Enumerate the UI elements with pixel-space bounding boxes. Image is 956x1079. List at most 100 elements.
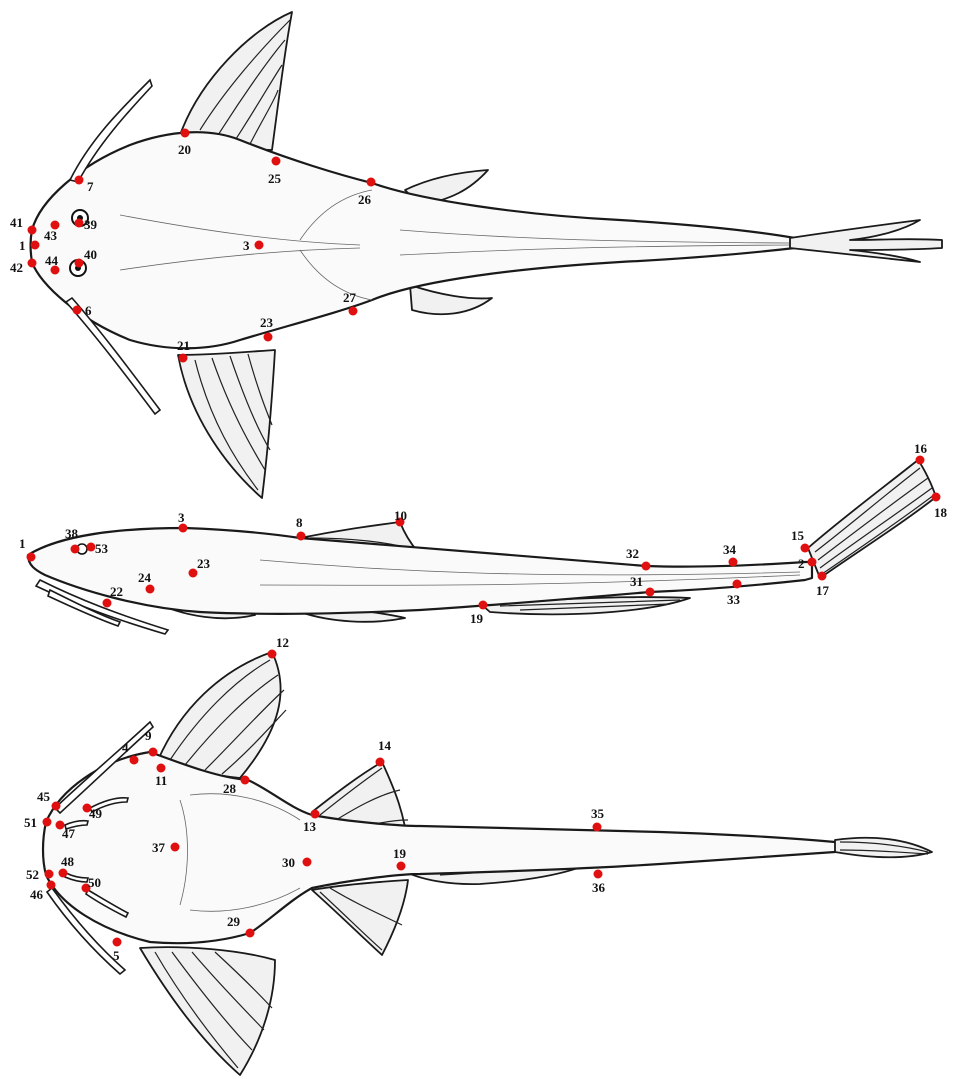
dorsal-landmark-20-dot (181, 129, 190, 138)
lateral-landmark-22-label: 22 (110, 584, 123, 599)
lateral-landmark-1-dot (27, 553, 36, 562)
ventral-landmark-45-dot (52, 802, 61, 811)
dorsal-landmark-23-dot (264, 333, 273, 342)
lateral-landmark-17-label: 17 (816, 583, 830, 598)
lateral-landmark-38-label: 38 (65, 526, 79, 541)
ventral-landmark-19-dot (397, 862, 406, 871)
dorsal-landmark-6-dot (73, 306, 82, 315)
ventral-landmark-48-label: 48 (61, 854, 75, 869)
ventral-landmark-50-label: 50 (88, 875, 101, 890)
dorsal-pectoral-fin-right (178, 350, 275, 498)
lateral-landmark-23-label: 23 (197, 556, 211, 571)
ventral-landmark-48-dot (59, 869, 68, 878)
lateral-landmark-19-dot (479, 601, 488, 610)
dorsal-body-outline (31, 132, 799, 348)
ventral-landmark-52-label: 52 (26, 867, 39, 882)
ventral-landmark-5-label: 5 (113, 948, 120, 963)
dorsal-landmark-42-dot (28, 259, 37, 268)
lateral-landmark-18-label: 18 (934, 505, 948, 520)
ventral-landmark-37-label: 37 (152, 840, 166, 855)
lateral-landmark-2-label: 2 (798, 556, 805, 571)
lateral-landmark-16-dot (916, 456, 925, 465)
ventral-pectoral-fin-top (158, 652, 281, 778)
dorsal-landmark-7-dot (75, 176, 84, 185)
dorsal-landmark-43-label: 43 (44, 228, 58, 243)
dorsal-landmark-41-dot (28, 226, 37, 235)
ventral-landmark-29-dot (246, 929, 255, 938)
ventral-landmark-11-dot (157, 764, 166, 773)
ventral-landmark-9-label: 9 (145, 728, 152, 743)
lateral-landmark-17-dot (818, 572, 827, 581)
lateral-landmark-8-label: 8 (296, 515, 303, 530)
ventral-landmark-28-label: 28 (223, 781, 237, 796)
lateral-landmark-32-label: 32 (626, 546, 639, 561)
dorsal-landmark-1-dot (31, 241, 40, 250)
lateral-landmark-33-label: 33 (727, 592, 741, 607)
dorsal-landmark-25-label: 25 (268, 171, 282, 186)
dorsal-landmark-27-dot (349, 307, 358, 316)
ventral-landmark-46-dot (47, 881, 56, 890)
dorsal-pectoral-fin-left (180, 12, 292, 150)
lateral-landmark-34-label: 34 (723, 542, 737, 557)
dorsal-landmark-25-dot (272, 157, 281, 166)
ventral-landmark-35-label: 35 (591, 806, 605, 821)
dorsal-view (31, 12, 943, 498)
lateral-landmark-16-label: 16 (914, 441, 928, 456)
lateral-landmark-31-label: 31 (630, 574, 643, 589)
ventral-landmark-52-dot (45, 870, 54, 879)
ventral-landmark-49-label: 49 (89, 806, 103, 821)
ventral-landmark-9-dot (149, 748, 158, 757)
dorsal-caudal-fin (790, 220, 942, 262)
lateral-landmark-24-dot (146, 585, 155, 594)
dorsal-landmark-3-dot (255, 241, 264, 250)
ventral-landmark-13-label: 13 (303, 819, 317, 834)
lateral-landmark-33-dot (733, 580, 742, 589)
dorsal-landmark-1-label: 1 (19, 238, 26, 253)
dorsal-landmark-21-dot (179, 354, 188, 363)
ventral-landmark-4-dot (130, 756, 139, 765)
ventral-landmark-47-label: 47 (62, 826, 76, 841)
ventral-landmark-36-dot (594, 870, 603, 879)
lateral-landmark-8-dot (297, 532, 306, 541)
lateral-landmark-10-label: 10 (394, 508, 407, 523)
ventral-landmark-12-dot (268, 650, 277, 659)
ventral-landmark-45-label: 45 (37, 789, 51, 804)
ventral-landmark-35-dot (593, 823, 602, 832)
lateral-landmark-15-label: 15 (791, 528, 805, 543)
lateral-landmark-1-label: 1 (19, 536, 26, 551)
ventral-landmark-46-label: 46 (30, 887, 44, 902)
ventral-landmark-11-label: 11 (155, 773, 167, 788)
ventral-view (43, 652, 932, 1075)
ventral-landmark-30-label: 30 (282, 855, 295, 870)
dorsal-landmark-3-label: 3 (243, 238, 250, 253)
dorsal-landmark-42-label: 42 (10, 260, 23, 275)
dorsal-landmark-26-dot (367, 178, 376, 187)
ventral-landmark-28-dot (241, 776, 250, 785)
lateral-landmark-38-dot (71, 545, 80, 554)
lateral-landmark-15-dot (801, 544, 810, 553)
ventral-landmark-5-dot (113, 938, 122, 947)
dorsal-landmark-7-label: 7 (87, 179, 94, 194)
dorsal-landmark-26-label: 26 (358, 192, 372, 207)
dorsal-landmark-6-label: 6 (85, 303, 92, 318)
lateral-landmark-19-label: 19 (470, 611, 484, 626)
lateral-landmark-2-dot (808, 558, 817, 567)
lateral-landmark-3-label: 3 (178, 510, 185, 525)
dorsal-landmark-27-label: 27 (343, 290, 357, 305)
ventral-landmark-13-dot (311, 810, 320, 819)
ventral-landmark-51-label: 51 (24, 815, 37, 830)
lateral-landmark-18-dot (932, 493, 941, 502)
ventral-landmark-14-label: 14 (378, 738, 392, 753)
lateral-landmark-31-dot (646, 588, 655, 597)
lateral-landmark-22-dot (103, 599, 112, 608)
dorsal-landmark-39-label: 39 (84, 217, 98, 232)
dorsal-landmark-40-label: 40 (84, 247, 97, 262)
ventral-landmark-36-label: 36 (592, 880, 606, 895)
ventral-pectoral-fin-bottom (140, 947, 275, 1075)
lateral-landmark-32-dot (642, 562, 651, 571)
dorsal-landmark-23-label: 23 (260, 315, 274, 330)
dorsal-landmark-44-label: 44 (45, 253, 59, 268)
lateral-landmark-53-label: 53 (95, 541, 109, 556)
ventral-landmark-14-dot (376, 758, 385, 767)
